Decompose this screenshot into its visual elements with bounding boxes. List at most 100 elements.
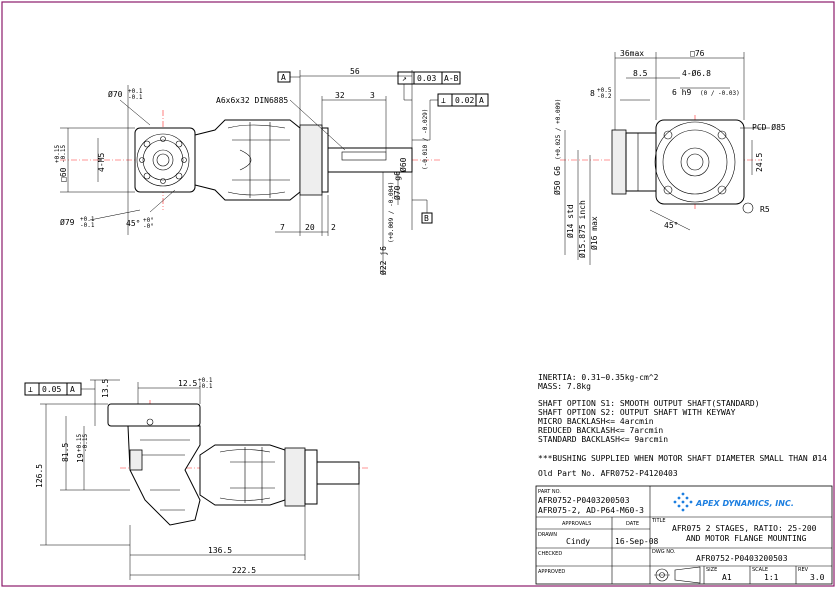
tb-drawn-date: 16-Sep-08 [615,537,659,546]
title-block [535,485,833,585]
side-dim-76: □76 [690,49,705,58]
runout-fcf-symbol: ↗ [402,74,407,83]
bottom-dim-136-5: 136.5 [208,546,232,555]
angle-tol-top: +0° [143,217,154,224]
bottom-dim-12-5: 12.5 [178,379,197,388]
tb-title-label: TITLE [651,518,666,524]
note-line: SHAFT OPTION S1: SMOOTH OUTPUT SHAFT(STA… [538,399,760,408]
side-key-tol: (0 / -0.03) [700,90,740,97]
shaft-dia-label: Ø22 j6 [378,246,388,275]
note-line: Old Part No. AFR0752-P4120403 [538,469,678,478]
dim-32: 32 [335,91,345,100]
dim-2: 2 [331,223,336,232]
runout-fcf-datum: A-B [444,74,459,83]
bottom-dim-19-tol-top: +0.15 [76,434,83,452]
tb-drawn-label: DRAWN [538,532,557,538]
pcd-dia-tol-top: +0.1 [80,216,95,223]
side-dim-50-tol: (+0.025 / +0.009) [555,99,562,160]
side-pcd: PCD Ø85 [752,122,786,132]
tb-size-label: SIZE [706,567,717,573]
tb-dwg-no: AFR0752-P0403200503 [696,554,788,563]
bottom-dim-19: 19 [76,453,85,463]
bottom-view [24,379,370,580]
side-dim-8-5: 8.5 [633,69,648,78]
perp-fcf-symbol: ⊥ [441,96,446,105]
dim-56: 56 [350,67,360,76]
bottom-dim-13-5: 13.5 [101,379,110,398]
side-dim-14: Ø14 std [565,204,575,238]
tb-approvals-label: APPROVALS [562,521,591,527]
screws-label: 4-M5 [97,153,106,172]
side-dim-8-tol-top: +0.5 [597,87,612,94]
pilot2-dia-label: Ø60 [398,157,408,172]
note-line: MASS: 7.8kg [538,382,591,391]
side-holes: 4-Ø6.8 [682,68,711,78]
runout-fcf-value: 0.03 [417,74,436,83]
bottom-dim-19-tol-bottom: -0.15 [82,434,89,452]
side-key-width: 6 h9 [672,88,691,97]
pcd-dia-tol-bottom: -0.1 [80,222,95,229]
angle-label: 45° [126,219,140,228]
angle-tol-bottom: -0° [143,223,154,230]
side-dim-24-5: 24.5 [755,153,764,172]
tb-size: A1 [722,573,732,582]
bottom-fcf-datum: A [70,385,75,394]
side-dim-36max: 36max [620,49,644,58]
tb-approved-label: APPROVED [538,569,565,575]
shaft-dia-tol: (+0.009 / -0.004) [388,182,395,243]
pilot3-dia-tol: (-0.010 / -0.029) [422,109,429,170]
note-line: REDUCED BACKLASH<= 7arcmin [538,426,663,435]
perp-fcf-datum: A [479,96,484,105]
tb-rev: 3.0 [810,573,825,582]
tb-title-1: AFR075 2 STAGES, RATIO: 25-200 [672,524,817,533]
tb-date-label: DATE [626,521,639,527]
flange-dia-tol-top: +0.1 [128,88,143,95]
note-line: MICRO BACKLASH<= 4arcmin [538,417,654,426]
side-dim-50: Ø50 G6 [552,166,562,195]
bottom-dim-222-5: 222.5 [232,566,256,575]
datum-b-label: B [424,214,429,223]
tb-part-no-label: PART NO. [538,489,561,495]
tb-title-2: AND MOTOR FLANGE MOUNTING [686,534,807,543]
bottom-fcf-value: 0.05 [42,385,61,394]
side-dim-16: Ø16 max [589,216,599,250]
dim-20: 20 [305,223,315,232]
tb-checked-label: CHECKED [538,551,562,557]
note-line: ***BUSHING SUPPLIED WHEN MOTOR SHAFT DIA… [538,453,827,463]
datum-a-label: A [281,73,286,82]
tb-scale-label: SCALE [752,567,768,573]
tb-drawn-by: Cindy [566,537,590,546]
pilot-sq-tol-top: +0.15 [54,145,61,163]
perp-fcf-value: 0.02 [455,96,474,105]
dim-3: 3 [370,91,375,100]
flange-dia-tol-bottom: -0.1 [128,94,143,101]
side-dim-15: Ø15.875 inch [577,200,587,258]
bottom-dim-12-5-tol-bottom: -0.1 [198,383,213,390]
bottom-dim-126-5: 126.5 [35,464,44,488]
tb-part-no-2: AFR075-2, AD-P64-M60-3 [538,506,644,515]
bottom-fcf-symbol: ⊥ [28,385,33,394]
pilot-sq-label: □60 [59,167,68,182]
side-r5: R5 [760,205,770,214]
tb-rev-label: REV [798,567,809,573]
notes-block: INERTIA: 0.31~0.35kg-cm^2 MASS: 7.8kg SH… [538,373,827,478]
pilot-sq-tol-bottom: -0.15 [60,145,67,163]
tb-scale: 1:1 [764,573,779,582]
tb-company: APEX DYNAMICS, INC. [695,499,794,508]
side-view [560,52,770,265]
pilot3-dia-label: Ø70 g6 [392,171,402,200]
tb-dwg-no-label: DWG NO. [652,549,676,555]
key-label: A6x6x32 DIN6885 [216,96,288,105]
pcd-dia-label: Ø79 [60,217,75,227]
note-line: INERTIA: 0.31~0.35kg-cm^2 [538,373,659,382]
bottom-dim-12-5-tol-top: +0.1 [198,377,213,384]
front-view [60,70,489,275]
note-line: STANDARD BACKLASH<= 9arcmin [538,435,668,444]
tb-part-no-1: AFR0752-P0403200503 [538,496,630,505]
flange-dia-label: Ø70 [108,89,123,99]
side-angle-45: 45° [664,221,678,230]
side-dim-8: 8 [590,89,595,98]
projection-symbol-icon [654,566,701,584]
